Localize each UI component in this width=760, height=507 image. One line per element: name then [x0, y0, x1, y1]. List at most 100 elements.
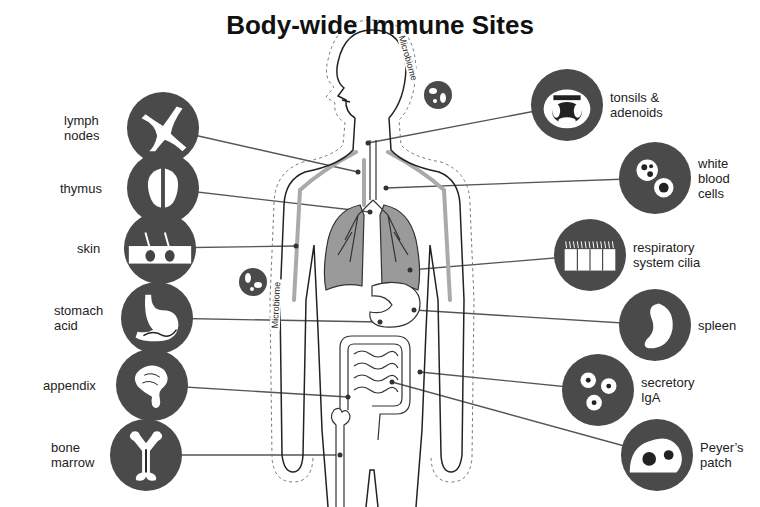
icon-shape: [135, 366, 168, 409]
icon-shape: [637, 160, 658, 181]
icon-shape: [142, 374, 160, 385]
icon-shape: [145, 449, 147, 472]
immune-site: secretory IgA: [561, 353, 635, 427]
intestine: [354, 351, 398, 393]
icon-circle: [531, 69, 603, 141]
icon-circle: [110, 419, 182, 491]
site-label: stomach acid: [54, 303, 114, 333]
icon-circle: [121, 282, 193, 354]
lungs: [324, 205, 419, 290]
icon-shape: [586, 395, 602, 411]
icon-shape: [565, 249, 616, 270]
site-label: white blood cells: [698, 156, 744, 201]
icon-shape: [165, 250, 175, 262]
blood-vessel: [294, 152, 450, 300]
icon-shape: [574, 104, 582, 118]
stomach: [370, 282, 420, 327]
icon-shape: [553, 95, 580, 100]
leg-bone: [331, 408, 350, 507]
airway: [338, 140, 408, 262]
leader-line: [386, 178, 655, 188]
body-outline: [280, 30, 464, 507]
site-icon: [123, 211, 197, 285]
intestine: [340, 336, 410, 440]
immune-site: tonsils & adenoids: [530, 68, 604, 142]
microbe-icon: [250, 287, 254, 291]
site-label: Peyer’s patch: [700, 440, 756, 470]
immune-site: stomach acid: [120, 281, 194, 355]
immune-site: Peyer’s patch: [620, 418, 694, 492]
immune-site: respiratory system cilia: [553, 218, 627, 292]
microbiome-outline: [270, 20, 474, 482]
leader-dot: [356, 170, 361, 175]
icon-shape: [145, 250, 155, 262]
icon-shape: [664, 450, 674, 460]
site-icon: [618, 288, 692, 362]
icon-shape: [566, 241, 614, 248]
site-icon: [561, 353, 635, 427]
microbe-icon: [245, 273, 251, 283]
leader-dot: [390, 380, 395, 385]
icon-shape: [148, 169, 161, 208]
icon-circle: [124, 212, 196, 284]
site-label: lymph nodes: [64, 113, 120, 143]
immune-site: bone marrow: [109, 418, 183, 492]
icon-shape: [586, 378, 591, 383]
icon-shape: [142, 107, 187, 152]
icon-shape: [544, 89, 591, 128]
microbe-icon: [440, 93, 446, 103]
icon-shape: [645, 304, 673, 349]
icon-circle: [621, 419, 693, 491]
site-label: respiratory system cilia: [633, 240, 717, 270]
icon-shape: [642, 452, 656, 466]
icon-shape: [654, 178, 673, 197]
leader-dot: [366, 141, 371, 146]
lungs: [380, 205, 420, 290]
blood-vessel: [362, 160, 366, 205]
icon-circle: [554, 219, 626, 291]
diagram-title: Body-wide Immune Sites: [0, 10, 760, 41]
site-icon: [530, 68, 604, 142]
icon-shape: [136, 295, 179, 342]
microbe-icon: [254, 282, 262, 288]
airway: [338, 200, 408, 262]
body-outline: [280, 118, 355, 507]
immune-site: white blood cells: [618, 141, 692, 215]
immune-site: appendix: [115, 348, 189, 422]
icon-shape: [601, 378, 617, 394]
site-label: spleen: [698, 318, 750, 333]
microbiome-label: Microbiome: [396, 32, 420, 83]
site-label: skin: [77, 241, 117, 256]
intestine: [340, 336, 410, 440]
leader-dot: [384, 186, 389, 191]
site-label: appendix: [43, 378, 109, 393]
leader-dot: [408, 268, 413, 273]
site-label: bone marrow: [51, 440, 103, 470]
icon-shape: [165, 169, 178, 208]
icon-shape: [552, 104, 560, 118]
icon-shape: [129, 246, 191, 264]
site-icon: [553, 218, 627, 292]
icon-shape: [606, 384, 611, 389]
site-icon: [620, 418, 694, 492]
site-icon: [109, 418, 183, 492]
icon-circle: [116, 349, 188, 421]
icon-shape: [580, 372, 596, 388]
icon-circle: [619, 289, 691, 361]
body-outline: [337, 30, 406, 118]
icon-shape: [558, 117, 576, 124]
icon-shape: [130, 431, 162, 481]
microbe-icon: [433, 99, 437, 103]
airway: [370, 140, 376, 200]
leader-dot: [368, 210, 373, 215]
icon-shape: [145, 232, 169, 250]
site-label: secretory IgA: [641, 375, 707, 405]
icon-shape: [649, 164, 653, 168]
icon-shape: [143, 330, 176, 337]
leader-dot: [412, 308, 417, 313]
leader-dot: [418, 370, 423, 375]
leg-bone: [331, 408, 350, 507]
icon-shape: [552, 102, 581, 123]
leader-dot: [378, 320, 383, 325]
